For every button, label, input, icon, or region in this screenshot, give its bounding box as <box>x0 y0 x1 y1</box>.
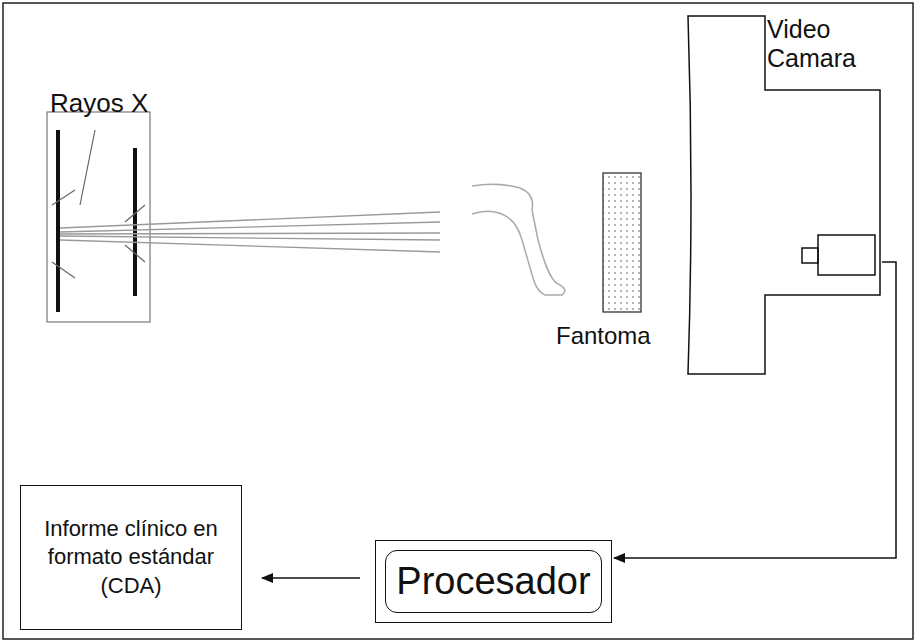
housing-outline <box>688 16 880 374</box>
signal-arrow <box>262 577 360 579</box>
camera-housing: Video Camara <box>685 15 882 375</box>
phantom-block <box>603 173 641 312</box>
part-label: Fantoma <box>556 322 651 350</box>
leg-illustration <box>472 184 565 295</box>
process-label: Procesador <box>396 560 590 603</box>
xray-tube <box>47 112 150 322</box>
report-label: Informe clínico en formato estándar (CDA… <box>44 515 219 601</box>
report-box: Informe clínico en formato estándar (CDA… <box>20 485 242 630</box>
camera-lens <box>802 248 818 263</box>
xray-beam <box>60 212 440 252</box>
camera-body <box>818 235 875 275</box>
signal-arrow <box>614 262 896 558</box>
part-label: Rayos X <box>50 88 148 119</box>
device-label: Video Camara <box>767 15 877 73</box>
page-frame <box>3 3 913 639</box>
processor-inner-frame: Procesador <box>385 550 602 613</box>
processor-box: Procesador <box>375 540 612 623</box>
